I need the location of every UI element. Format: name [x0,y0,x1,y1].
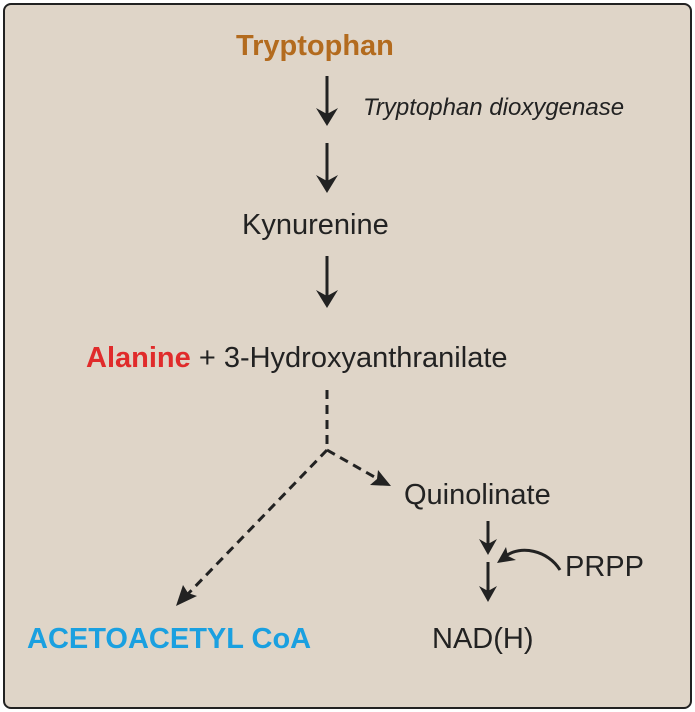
prpp-label: PRPP [565,551,644,583]
quinolinate-label: Quinolinate [404,479,551,511]
alanine-label: Alanine [86,342,191,374]
plus-sign: + [198,342,216,374]
acetoacetyl-coa-label: ACETOACETYL CoA [27,623,312,655]
dashed-arrow-to-acetoacetyl [176,448,329,606]
enzyme-label: Tryptophan dioxygenase [363,94,625,121]
dashed-arrow-to-quinolinate [326,448,391,486]
kynurenine-label: Kynurenine [242,209,389,241]
arrow-tryptophan-step2 [316,143,338,193]
arrow-kynurenine [316,256,338,308]
products-row: Alanine + 3-Hydroxyanthranilate [86,344,508,373]
arrow-quinolinate-to-nad [479,521,497,602]
nadh-label: NAD(H) [432,623,534,655]
arrow-tryptophan-step1 [316,76,338,126]
diagram-panel [3,3,692,709]
tryptophan-label: Tryptophan [236,30,394,62]
hydroxyanthranilate-label: 3-Hydroxyanthranilate [223,342,508,374]
arrow-prpp-curve [497,547,562,571]
